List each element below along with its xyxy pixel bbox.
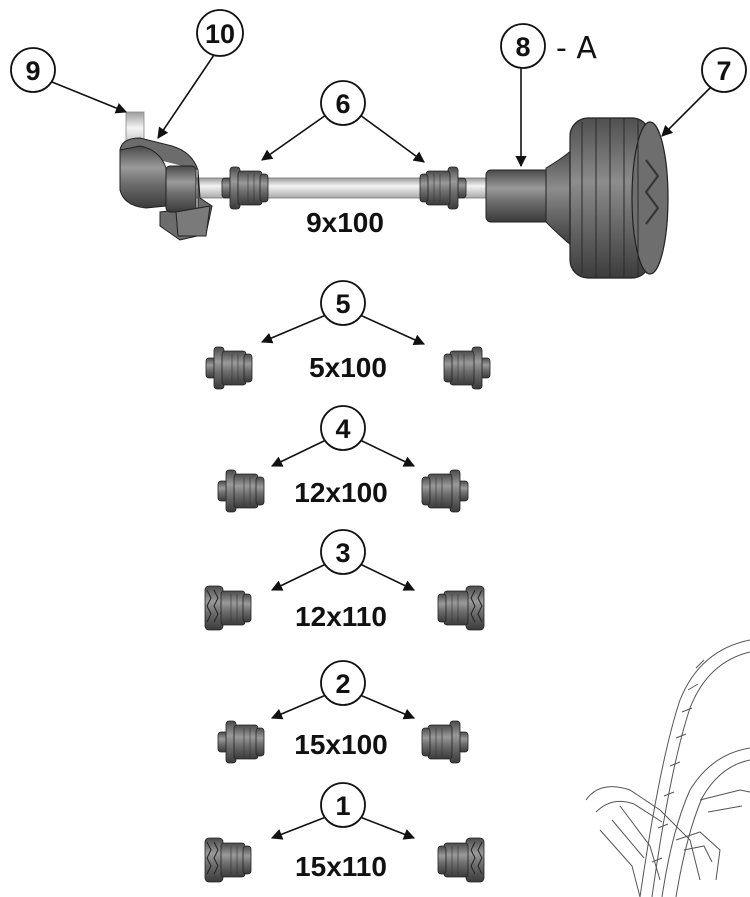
adapter-3-left [204, 585, 252, 631]
callout-5: 5 [320, 280, 366, 326]
knob-part-7 [545, 117, 669, 279]
callout-7: 7 [701, 47, 747, 93]
size-label-1: 15x110 [295, 851, 387, 882]
adapter-2-left [217, 720, 265, 764]
size-label-2: 15x100 [294, 729, 387, 760]
adapter-2-right [422, 721, 468, 763]
adapter-4-right [422, 470, 468, 512]
callout-1-label: 1 [335, 791, 350, 821]
callout-9-label: 9 [25, 56, 40, 86]
adapter-1-right [438, 838, 484, 882]
callout-10: 10 [196, 9, 244, 57]
adapter-4-left [217, 469, 265, 513]
callout-8-suffix: - A [556, 31, 597, 66]
adapter-6-right [420, 167, 466, 209]
callout-6-label: 6 [335, 89, 350, 119]
callout-10-label: 10 [205, 19, 235, 49]
adapter-3-right [438, 586, 484, 630]
bike-line-drawing [585, 639, 750, 897]
callout-8: 8 - A [500, 23, 597, 69]
callout-3: 3 [320, 529, 366, 575]
callout-3-label: 3 [335, 538, 350, 568]
callout-5-label: 5 [335, 289, 350, 319]
size-label-6: 9x100 [306, 207, 384, 238]
leader-lines [51, 51, 713, 840]
axle-assembly [119, 111, 669, 279]
sleeve-part-8 [485, 169, 553, 223]
callout-7-label: 7 [716, 56, 731, 86]
callout-1: 1 [320, 782, 366, 828]
size-label-5: 5x100 [309, 352, 387, 383]
callout-2-label: 2 [335, 669, 350, 699]
size-label-4: 12x100 [294, 477, 387, 508]
callout-6: 6 [320, 80, 366, 126]
adapter-1-left [204, 837, 252, 883]
callout-9: 9 [10, 47, 56, 93]
callout-4: 4 [320, 405, 366, 451]
elbow-connector-part-10 [119, 111, 213, 241]
adapter-6-left [221, 166, 269, 210]
callout-2: 2 [320, 660, 366, 706]
adapter-5-left [205, 346, 253, 390]
size-label-3: 12x110 [295, 601, 387, 632]
adapter-5-right [444, 347, 490, 389]
callout-4-label: 4 [335, 414, 350, 444]
callout-8-label: 8 [515, 32, 530, 62]
